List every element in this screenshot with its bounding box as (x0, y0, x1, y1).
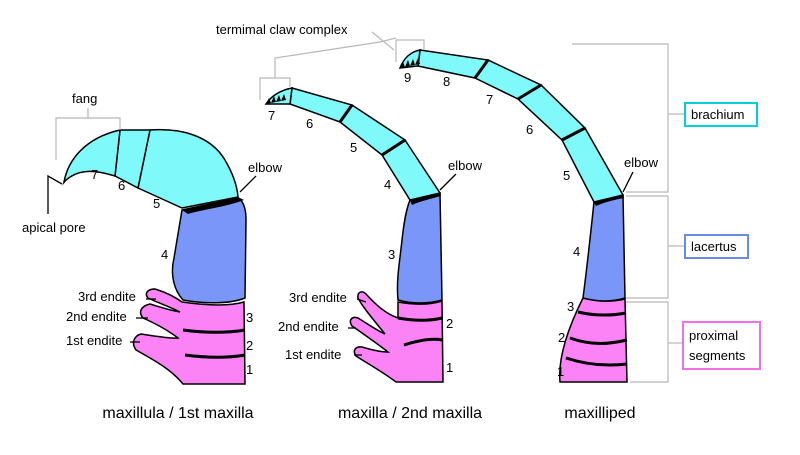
seg-number: 1 (557, 364, 564, 379)
maxilliped-lacertus (582, 194, 626, 302)
seg-number: 4 (573, 244, 580, 259)
proximal-segments-label: proximal (689, 328, 738, 343)
seg-number: 6 (526, 122, 533, 137)
endite-label: 3rd endite (78, 289, 136, 304)
maxilla-proximal-segments (349, 291, 444, 383)
proximal-segments-label: segments (689, 348, 746, 363)
caption-maxilla: maxilla / 2nd maxilla (338, 405, 482, 422)
seg-number: 3 (388, 247, 395, 262)
apical-pore-label: apical pore (22, 220, 86, 235)
maxilla-lacertus (396, 192, 443, 304)
seg-number: 7 (486, 92, 493, 107)
endite-label: 1st endite (66, 333, 122, 348)
captions: maxillula / 1st maxilla maxilla / 2nd ma… (102, 405, 635, 422)
elbow-label: elbow (624, 155, 659, 170)
caption-maxillula: maxillula / 1st maxilla (102, 405, 253, 422)
seg-number: 5 (153, 196, 160, 211)
seg-number: 1 (446, 360, 453, 375)
seg-number: 3 (246, 310, 253, 325)
appendage-maxillula (62, 128, 247, 385)
fang-label: fang (72, 91, 97, 106)
seg-number: 5 (563, 168, 570, 183)
seg-number: 6 (118, 178, 125, 193)
seg-number: 4 (161, 247, 168, 262)
lacertus-label: lacertus (691, 239, 737, 254)
seg-number: 5 (350, 140, 357, 155)
seg-number: 2 (558, 330, 565, 345)
appendage-maxilliped (398, 49, 628, 383)
seg-number: 7 (91, 167, 98, 182)
maxillula-proximal-segments (132, 288, 246, 385)
appendage-maxilla (264, 87, 444, 383)
endite-label: 1st endite (285, 347, 341, 362)
region-label-brachium: brachium (684, 102, 758, 127)
endite-label: 3rd endite (289, 290, 347, 305)
seg-number: 1 (246, 362, 253, 377)
seg-number: 3 (567, 299, 574, 314)
seg-number: 2 (246, 338, 253, 353)
brachium-label: brachium (691, 107, 744, 122)
terminal-claw-complex-label: termimal claw complex (216, 22, 348, 37)
endite-label: 2nd endite (66, 309, 127, 324)
maxillula-brachium (137, 128, 239, 209)
seg-number: 2 (446, 316, 453, 331)
maxillula-lacertus (171, 197, 247, 304)
segment-numbers: 1 2 3 4 5 6 7 1 2 3 4 5 6 7 1 2 3 4 5 6 … (91, 70, 580, 379)
region-brackets (572, 43, 684, 383)
seg-number: 6 (306, 116, 313, 131)
seg-number: 9 (404, 70, 411, 85)
endite-label: 2nd endite (278, 319, 339, 334)
region-label-proximal-segments: proximal segments (682, 321, 761, 370)
seg-number: 8 (443, 74, 450, 89)
caption-maxilliped: maxilliped (564, 405, 635, 422)
maxilliped-brachium (560, 127, 625, 203)
seg-number: 4 (384, 177, 391, 192)
elbow-label: elbow (248, 160, 283, 175)
seg-number: 7 (268, 108, 275, 123)
annotations: fang apical pore elbow elbow elbow termi… (22, 22, 659, 362)
region-label-lacertus: lacertus (684, 234, 749, 259)
elbow-label: elbow (448, 158, 483, 173)
